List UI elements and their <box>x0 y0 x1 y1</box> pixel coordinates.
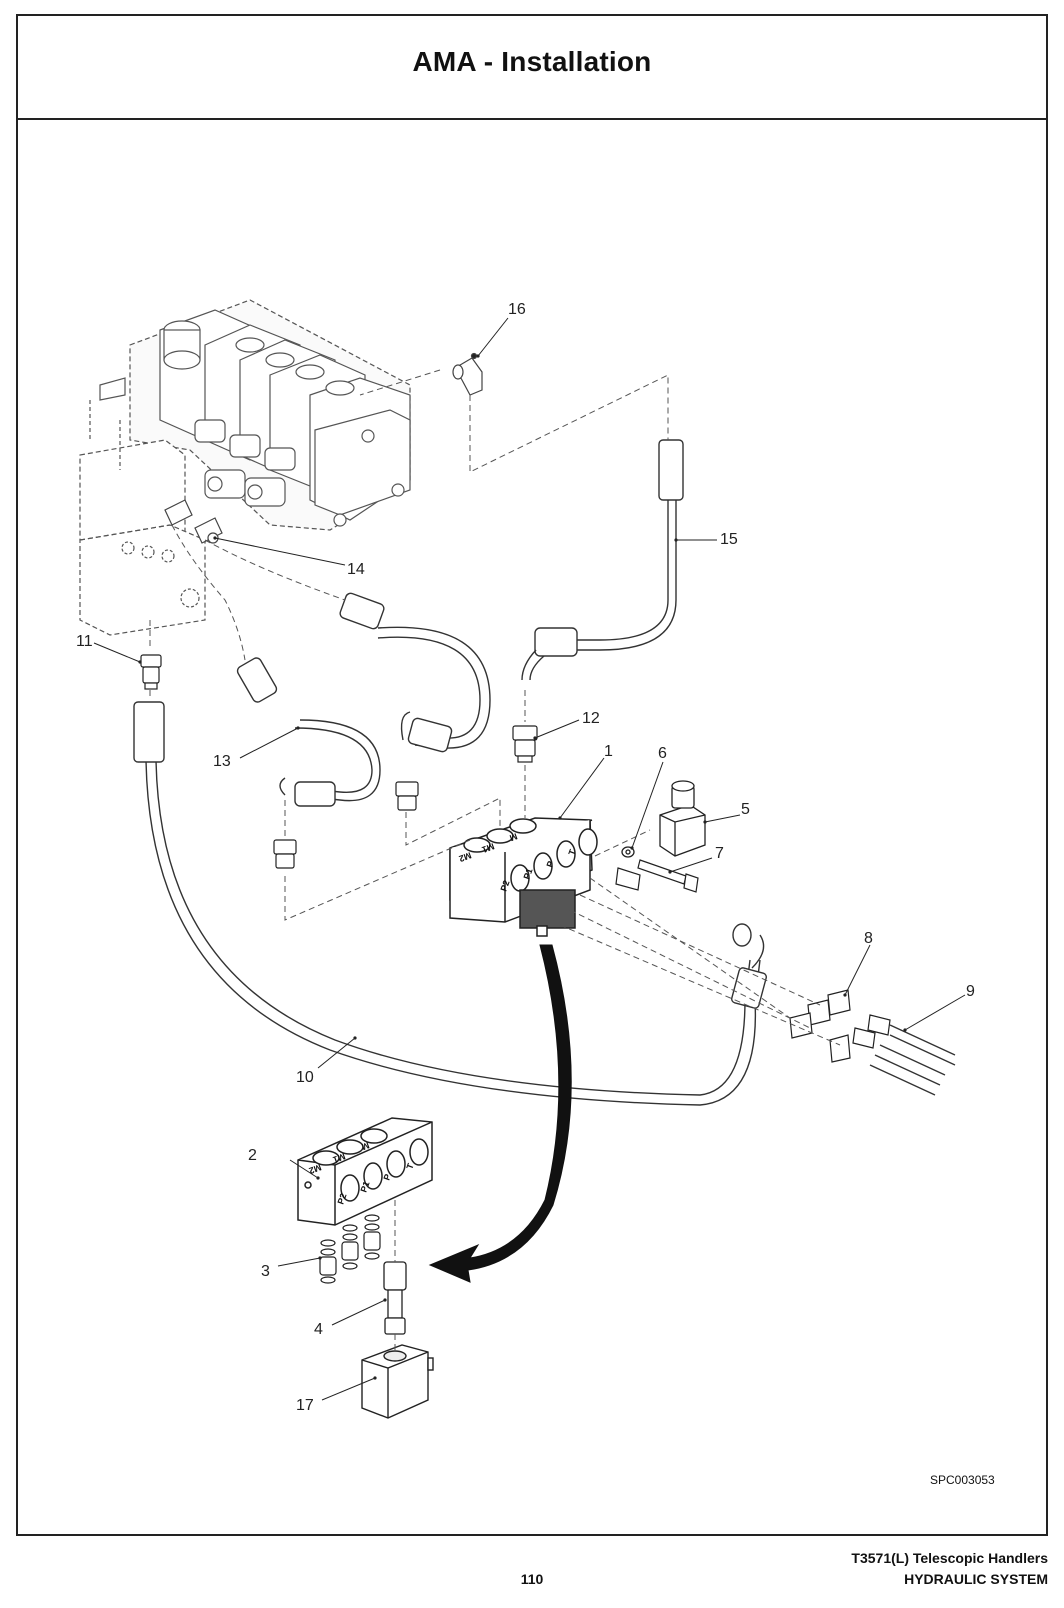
page-title: AMA - Installation <box>412 46 652 77</box>
document-title: T3571(L) Telescopic Handlers <box>851 1550 1048 1566</box>
title-bar: AMA - Installation <box>18 16 1046 120</box>
callout-16: 16 <box>508 301 526 318</box>
callout-3: 3 <box>261 1263 270 1280</box>
callout-9: 9 <box>966 983 975 1000</box>
elbow-fitting-16 <box>452 352 483 396</box>
port-label: T <box>404 1162 415 1171</box>
port-label: M2 <box>308 1162 323 1176</box>
solenoid-coil-17 <box>361 1344 434 1419</box>
callout-15: 15 <box>720 531 738 548</box>
leader-lines <box>93 317 966 1401</box>
callout-numbers: 1 2 3 4 5 6 7 8 9 10 11 12 13 14 15 16 1… <box>76 301 975 1414</box>
cartridge-valve-4 <box>383 1261 407 1335</box>
callout-6: 6 <box>658 745 667 762</box>
callout-17: 17 <box>296 1397 314 1414</box>
port-label: P <box>381 1173 392 1182</box>
port-label: P2 <box>498 879 511 893</box>
callout-10: 10 <box>296 1069 314 1086</box>
assembly-lines <box>149 369 841 1350</box>
bolt-7 <box>615 859 699 893</box>
port-label: M <box>360 1140 370 1152</box>
port-label: P1 <box>521 867 534 881</box>
port-label: M1 <box>481 841 496 855</box>
port-label: M1 <box>332 1151 347 1165</box>
manifold-block-2 <box>297 1117 433 1226</box>
callout-1: 1 <box>604 743 613 760</box>
port-label: P2 <box>335 1192 348 1206</box>
callout-8: 8 <box>864 930 873 947</box>
page-number: 110 <box>520 1571 544 1587</box>
port-label: T <box>566 848 577 857</box>
port-label: P <box>544 860 555 869</box>
washer-6 <box>621 846 635 858</box>
manifold-2-port-labels: M2 M1 M P2 P1 P T <box>308 1140 416 1206</box>
adapter-12 <box>273 725 538 869</box>
page-frame: AMA - Installation <box>16 14 1048 1536</box>
control-valve-assembly <box>79 299 411 636</box>
callout-7: 7 <box>715 845 724 862</box>
adapters-8 <box>789 989 891 1063</box>
adapter-11 <box>140 654 162 690</box>
callout-2: 2 <box>248 1147 257 1164</box>
callout-14: 14 <box>347 561 365 578</box>
port-label: M <box>508 831 518 843</box>
callout-5: 5 <box>741 801 750 818</box>
detail-arrow <box>428 944 572 1283</box>
port-label: M2 <box>458 850 473 864</box>
section-name: HYDRAULIC SYSTEM <box>904 1571 1048 1587</box>
check-valves-3 <box>319 1214 381 1284</box>
callout-12: 12 <box>582 710 600 727</box>
solenoid-connector-5 <box>659 780 706 857</box>
figure-code: SPC003053 <box>930 1473 995 1487</box>
callout-11: 11 <box>76 633 93 650</box>
callout-13: 13 <box>213 753 231 770</box>
hoses <box>133 439 956 1106</box>
callout-4: 4 <box>314 1321 323 1338</box>
manifold-1-port-labels: M2 M1 M P2 P1 P T <box>458 831 578 893</box>
port-label: P1 <box>358 1180 371 1194</box>
elbow-fitting-14 <box>164 499 223 544</box>
manifold-block-1 <box>449 817 598 937</box>
